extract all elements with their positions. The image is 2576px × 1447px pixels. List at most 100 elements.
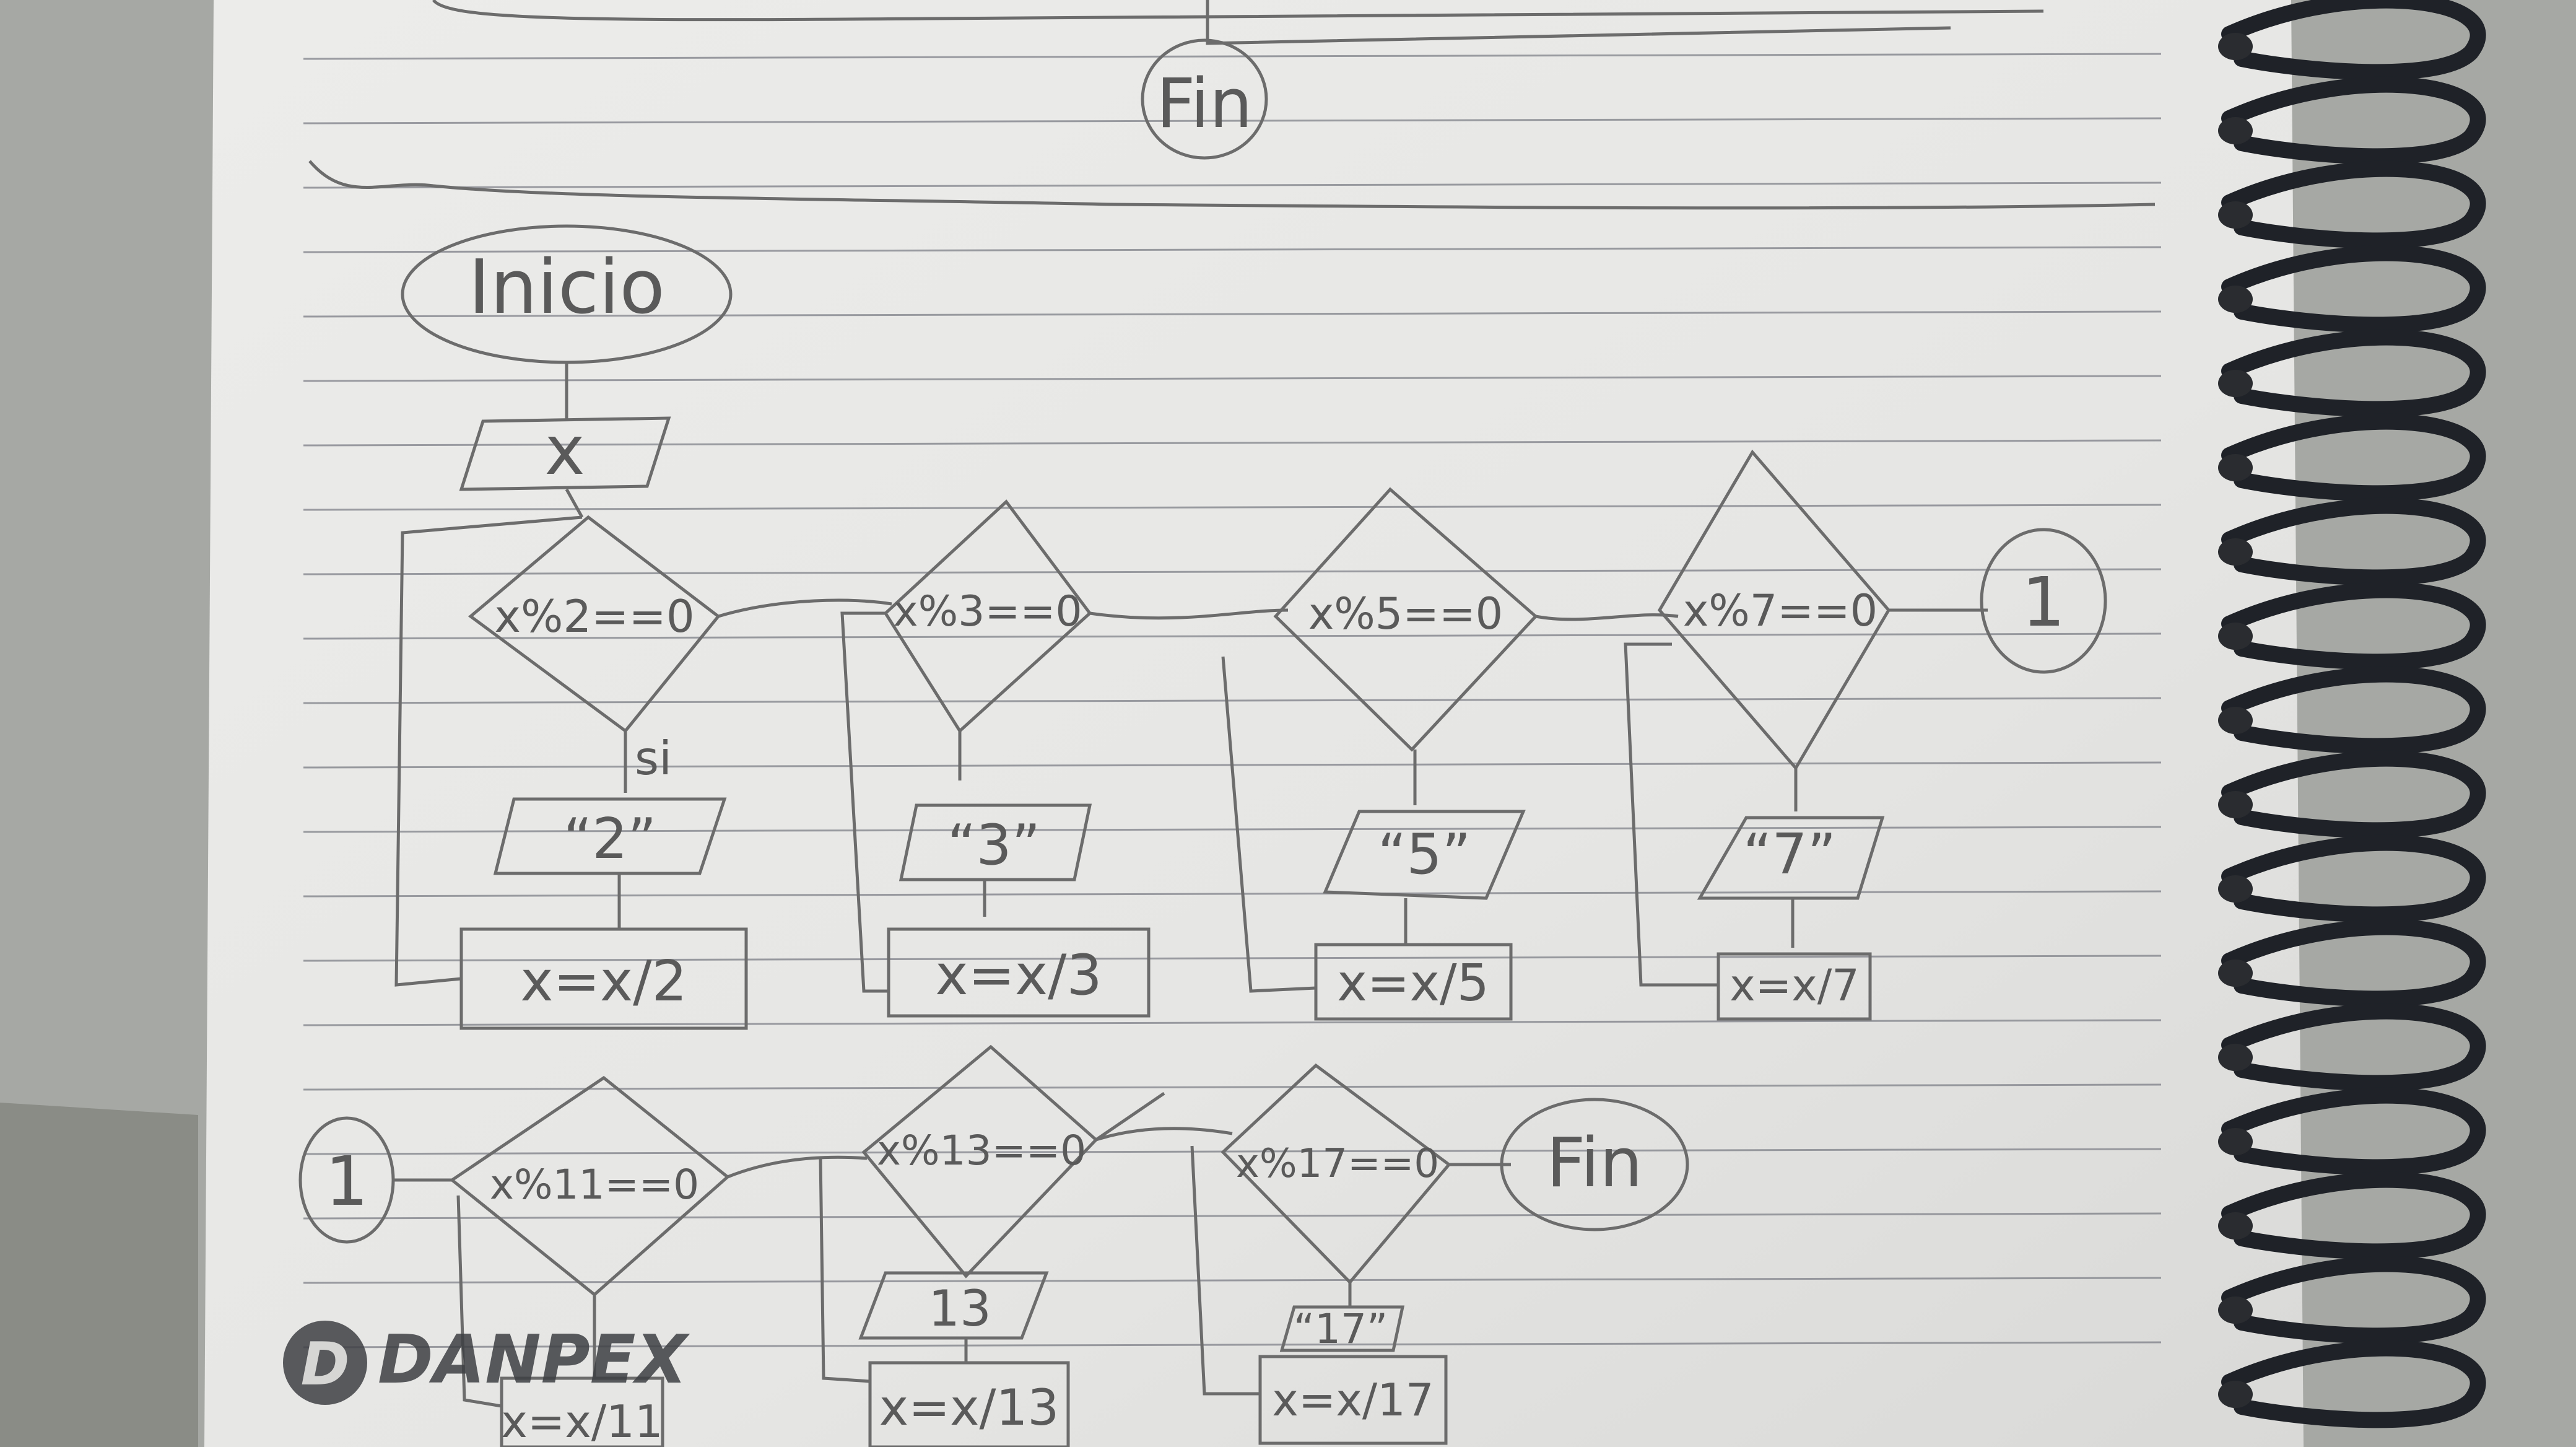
no-branch-line <box>718 598 892 618</box>
binding-hole <box>2218 875 2253 903</box>
no-branch-line <box>1535 613 1679 621</box>
process-label-3: x=x/5 <box>1337 954 1489 1013</box>
off-page-connector-out <box>1980 528 2107 674</box>
binding-hole <box>2218 791 2253 818</box>
desk-shadow <box>0 1103 198 1447</box>
notebook-page <box>204 0 2304 1447</box>
top-end-terminator <box>1141 38 1268 160</box>
loop-back-line <box>456 1195 502 1408</box>
logo-mark-icon <box>283 1321 367 1405</box>
binding-hole <box>2218 286 2253 313</box>
spiral-coil <box>2221 1087 2486 1176</box>
ruled-line <box>303 697 2162 704</box>
flowchart <box>298 224 2107 1447</box>
spiral-coil <box>2221 1256 2486 1344</box>
top-connector-line <box>1206 0 1951 45</box>
process-box <box>887 927 1151 1018</box>
binding-hole <box>2218 117 2253 144</box>
spiral-coil <box>2221 0 2486 81</box>
process-label-5: x=x/11 <box>501 1396 663 1447</box>
ruled-line <box>303 53 2162 60</box>
connector-out-label: 1 <box>2022 562 2065 642</box>
loop-back-line <box>1190 1145 1260 1396</box>
output-parallelogram <box>1279 1305 1405 1352</box>
spiral-coil <box>2221 76 2486 165</box>
spiral-coil <box>2221 919 2486 1007</box>
row1-col1 <box>394 515 892 1030</box>
spiral-coil <box>2221 497 2486 586</box>
ruled-line <box>303 246 2162 253</box>
logo-text: DANPEX <box>378 1321 690 1399</box>
row1-col4 <box>1624 449 1988 1021</box>
process-label-2: x=x/3 <box>935 943 1102 1008</box>
spiral-coil <box>2221 1171 2486 1260</box>
spiral-coil <box>2221 160 2486 249</box>
spiral-coil <box>2221 834 2486 923</box>
ruled-line <box>303 890 2162 898</box>
start-label: Inicio <box>468 245 665 331</box>
spiral-coil <box>2221 245 2486 333</box>
output-label-3: “5” <box>1378 822 1471 887</box>
spiral-coil <box>2221 582 2486 670</box>
spiral-coil <box>2221 750 2486 839</box>
top-loop-line <box>432 0 2044 22</box>
input-parallelogram <box>459 416 671 491</box>
binding-hole <box>2218 33 2253 60</box>
output-parallelogram <box>1697 816 1885 900</box>
ruled-line <box>303 632 2162 640</box>
binding-hole <box>2218 707 2253 734</box>
ruled-line <box>303 826 2162 833</box>
ruled-line <box>303 1019 2162 1026</box>
decision-label-7: x%17==0 <box>1236 1141 1439 1187</box>
process-box <box>500 1376 664 1447</box>
svg-text:D: D <box>301 1331 350 1399</box>
ruled-line <box>303 1277 2162 1284</box>
end-label: Fin <box>1546 1123 1643 1202</box>
output-label-6: 13 <box>928 1280 991 1337</box>
ruled-line <box>303 439 2162 447</box>
top-end-label: Fin <box>1156 64 1253 143</box>
output-label-7: “17” <box>1294 1305 1388 1353</box>
spiral-binding <box>2218 0 2486 1428</box>
decision-label-3: x%5==0 <box>1308 588 1503 639</box>
ruled-line <box>303 504 2162 511</box>
flowchart-labels: Inicio x si x%2==0 “2” x=x/2 x%3==0 “3” … <box>325 245 2065 1447</box>
output-label-1: “2” <box>564 807 657 872</box>
loop-back-line <box>1624 642 1718 987</box>
row2-col2 <box>819 1044 1233 1447</box>
no-branch-line <box>727 1155 868 1179</box>
loop-back-line <box>1221 656 1316 993</box>
ruled-line <box>303 117 2162 125</box>
row1-col3 <box>1221 487 1679 1021</box>
diagonal-stroke <box>1095 1091 1165 1142</box>
top-partial-section <box>308 0 2156 210</box>
binding-hole <box>2218 623 2253 650</box>
binding-hole <box>2218 454 2253 481</box>
no-branch-line <box>1095 1127 1233 1142</box>
output-parallelogram <box>493 797 727 875</box>
decision-label-4: x%7==0 <box>1683 585 1878 636</box>
spiral-coil <box>2221 1003 2486 1091</box>
decision-label-1: x%2==0 <box>494 590 694 642</box>
output-parallelogram <box>899 803 1092 881</box>
decision-label-2: x%3==0 <box>893 587 1082 636</box>
row1-col2 <box>840 499 1289 1018</box>
spiral-coil <box>2221 666 2486 754</box>
connector-in-label: 1 <box>325 1142 368 1221</box>
loop-back-line <box>840 611 889 993</box>
ruled-line <box>303 1212 2162 1220</box>
ruled-lines <box>303 53 2162 1349</box>
spiral-coil <box>2221 329 2486 417</box>
end-terminator <box>1500 1098 1689 1231</box>
spiral-coil <box>2221 413 2486 502</box>
ruled-line <box>303 1341 2162 1349</box>
ruled-line <box>303 310 2162 318</box>
binding-hole <box>2218 201 2253 229</box>
danpex-logo: D DANPEX <box>283 1321 690 1405</box>
ruled-line <box>303 1148 2162 1155</box>
decision-diamond <box>1273 487 1538 752</box>
process-box <box>1258 1355 1448 1445</box>
output-label-2: “3” <box>947 813 1041 878</box>
binding-hole <box>2218 538 2253 566</box>
